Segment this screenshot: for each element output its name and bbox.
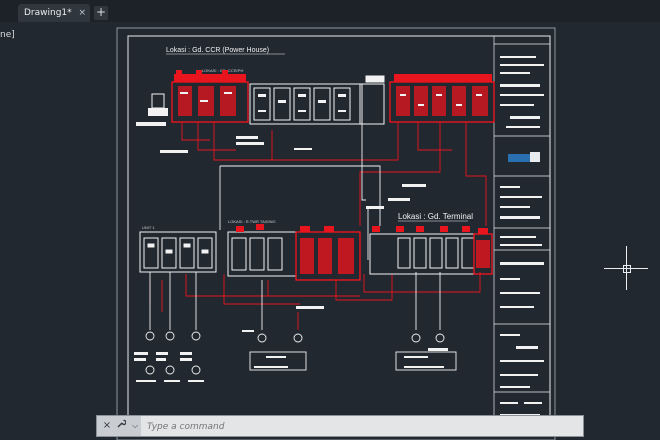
ccr-switchgear-red-right xyxy=(389,74,495,123)
terminal-location-heading: Lokasi : Gd. Terminal xyxy=(398,212,473,221)
ccr-switchgear-white xyxy=(249,75,385,125)
tab-label: Drawing1* xyxy=(24,8,72,18)
taxiing-sub-heading: LOKASI : R.TWR TAXIING xyxy=(228,219,276,224)
company-logo-mark xyxy=(530,152,540,162)
ccr-component-details xyxy=(180,92,482,112)
new-tab-button[interactable]: + xyxy=(94,5,108,20)
command-line: × ⌵ xyxy=(96,415,584,437)
document-tab-bar: Drawing1* × + xyxy=(0,0,660,22)
genset-symbol xyxy=(136,93,188,153)
title-block xyxy=(493,36,550,432)
company-logo xyxy=(508,154,538,162)
unit-switchboard xyxy=(139,231,217,273)
command-line-tools: × ⌵ xyxy=(97,416,141,436)
paper-outline xyxy=(116,27,556,440)
ccr-switchgear-red-left xyxy=(171,70,249,123)
cursor-crosshair xyxy=(604,246,648,290)
title-block-text xyxy=(500,56,544,416)
red-cable-runs xyxy=(149,122,487,330)
load-symbols xyxy=(145,331,457,375)
taxiing-switchboard xyxy=(227,224,361,281)
command-history-chevron-icon[interactable]: ⌵ xyxy=(131,421,139,430)
ccr-location-heading: Lokasi : Gd. CCR (Power House) xyxy=(166,47,269,54)
load-labels xyxy=(134,206,448,382)
close-command-icon[interactable]: × xyxy=(102,420,112,431)
tab-close-icon[interactable]: × xyxy=(78,8,86,18)
customize-wrench-icon[interactable] xyxy=(115,419,127,433)
tab-drawing1[interactable]: Drawing1* × xyxy=(18,4,90,22)
command-input[interactable] xyxy=(145,418,579,435)
unit-sub-heading: UNIT 1 xyxy=(142,225,155,230)
model-space-viewport[interactable]: Lokasi : Gd. CCR (Power House) LOKASI : … xyxy=(0,22,660,440)
ccr-load-labels xyxy=(236,136,426,201)
terminal-switchboard xyxy=(369,226,493,275)
panel-fragment-label: ne] xyxy=(0,30,15,40)
drawing-canvas[interactable]: Lokasi : Gd. CCR (Power House) LOKASI : … xyxy=(0,22,660,440)
